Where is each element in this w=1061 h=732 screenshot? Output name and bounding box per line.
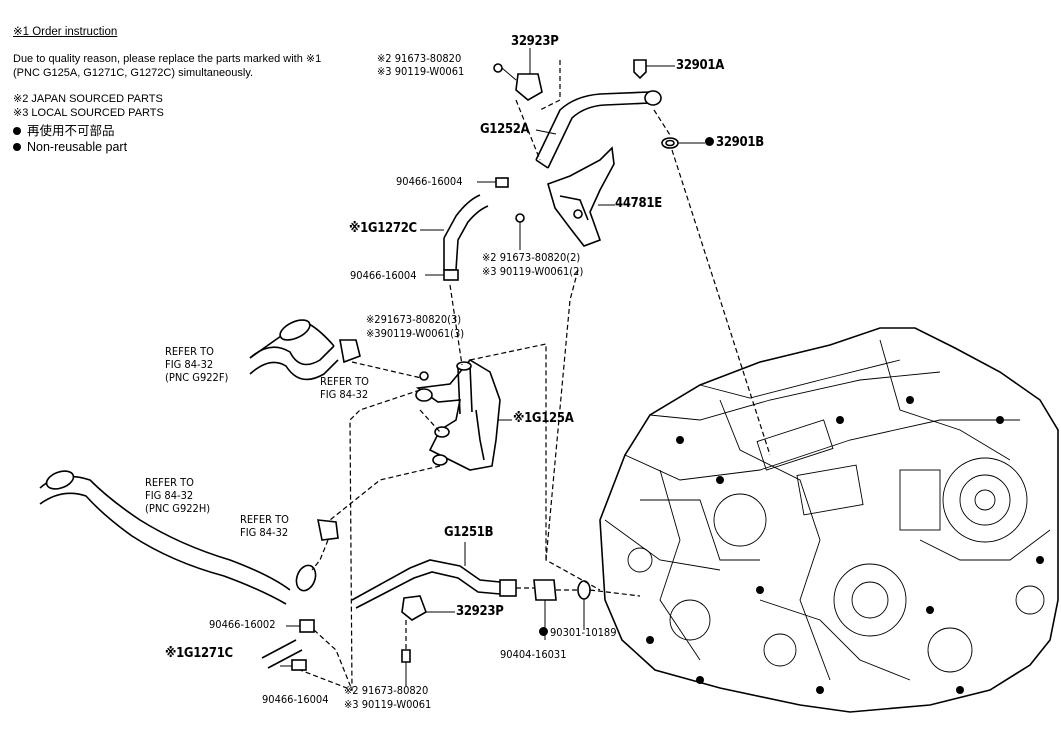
- label-note3-top: ※3 90119-W0061: [377, 65, 465, 78]
- hose-g1251b: [351, 559, 501, 601]
- label-90466-16002: 90466-16002: [209, 618, 276, 631]
- bullet-icon: [13, 127, 21, 135]
- label-note2-clamp: ※291673-80820(3): [366, 313, 462, 326]
- label-g1271c: ※1G1271C: [165, 646, 233, 661]
- order-instruction-line2: (PNC G125A, G1271C, G1272C) simultaneous…: [13, 67, 254, 79]
- clip-90466-16004-b: [443, 269, 459, 281]
- label-44781e: 44781E: [615, 196, 662, 211]
- hose-g922h: [39, 475, 291, 591]
- label-note2-mid: ※2 91673-80820(2): [482, 251, 581, 264]
- label-32923p-top: 32923P: [511, 34, 559, 49]
- label-note3-clamp: ※390119-W0061(3): [366, 327, 465, 340]
- nonreusable-legend-jp: 再使用不可部品: [13, 125, 115, 138]
- label-refer2-line1: REFER TO: [320, 375, 369, 388]
- clip-90466-16002: [299, 619, 315, 633]
- japan-sourced-note: ※2 JAPAN SOURCED PARTS: [13, 93, 163, 105]
- label-refer-g922f-line3: (PNC G922F): [165, 371, 229, 384]
- bullet-icon: [13, 143, 21, 151]
- pipe-g125a: [415, 358, 501, 471]
- label-refer4-line2: FIG 84-32: [240, 526, 289, 539]
- label-g1272c: ※1G1272C: [349, 221, 417, 236]
- label-g125a: ※1G125A: [513, 411, 574, 426]
- nonreusable-dot-icon: [539, 627, 548, 636]
- clamp-32923p-bottom: [401, 595, 427, 621]
- hose-g1271c: [261, 639, 297, 659]
- label-note3-mid: ※3 90119-W0061(2): [482, 265, 584, 278]
- hose-g1272c: [443, 194, 481, 239]
- label-32923p-bottom: 32923P: [456, 604, 504, 619]
- label-refer-g922f-line2: FIG 84-32: [165, 358, 214, 371]
- label-g1252a: G1252A: [480, 122, 530, 137]
- label-note2-bottom: ※2 91673-80820: [344, 684, 429, 697]
- label-90466-16004-a: 90466-16004: [396, 175, 463, 188]
- label-g1251b: G1251B: [444, 525, 494, 540]
- label-refer-g922f-line1: REFER TO: [165, 345, 214, 358]
- hose-g1252a: [535, 91, 651, 161]
- clip-90466-16004-a: [495, 177, 509, 188]
- bracket-44781e: [547, 146, 615, 247]
- label-note3-bottom: ※3 90119-W0061: [344, 698, 432, 711]
- nonreusable-dot-icon: [705, 137, 714, 146]
- local-sourced-note: ※3 LOCAL SOURCED PARTS: [13, 107, 164, 119]
- order-instruction-heading: ※1 Order instruction: [13, 26, 118, 38]
- label-refer-g922h-line2: FIG 84-32: [145, 489, 194, 502]
- union-90404-16031: [533, 579, 557, 601]
- plug-32901a: [633, 59, 647, 80]
- label-refer-g922h-line1: REFER TO: [145, 476, 194, 489]
- label-90301-10189: 90301-10189: [539, 627, 617, 639]
- label-refer2-line2: FIG 84-32: [320, 388, 369, 401]
- transmission-assembly: [599, 327, 1059, 713]
- clamp-32923p-top: [515, 73, 543, 101]
- order-instruction-line1: Due to quality reason, please replace th…: [13, 53, 322, 65]
- label-refer4-line1: REFER TO: [240, 513, 289, 526]
- label-32901b: 32901B: [705, 136, 764, 149]
- clip-90466-16004-c: [291, 659, 307, 671]
- gasket-32901b: [661, 137, 679, 149]
- label-90404-16031: 90404-16031: [500, 648, 567, 661]
- label-90466-16004-c: 90466-16004: [262, 693, 329, 706]
- label-32901a: 32901A: [676, 58, 724, 73]
- label-refer-g922h-line3: (PNC G922H): [145, 502, 211, 515]
- nonreusable-legend-en: Non-reusable part: [13, 141, 127, 154]
- label-note2-top: ※2 91673-80820: [377, 52, 462, 65]
- label-90466-16004-b: 90466-16004: [350, 269, 417, 282]
